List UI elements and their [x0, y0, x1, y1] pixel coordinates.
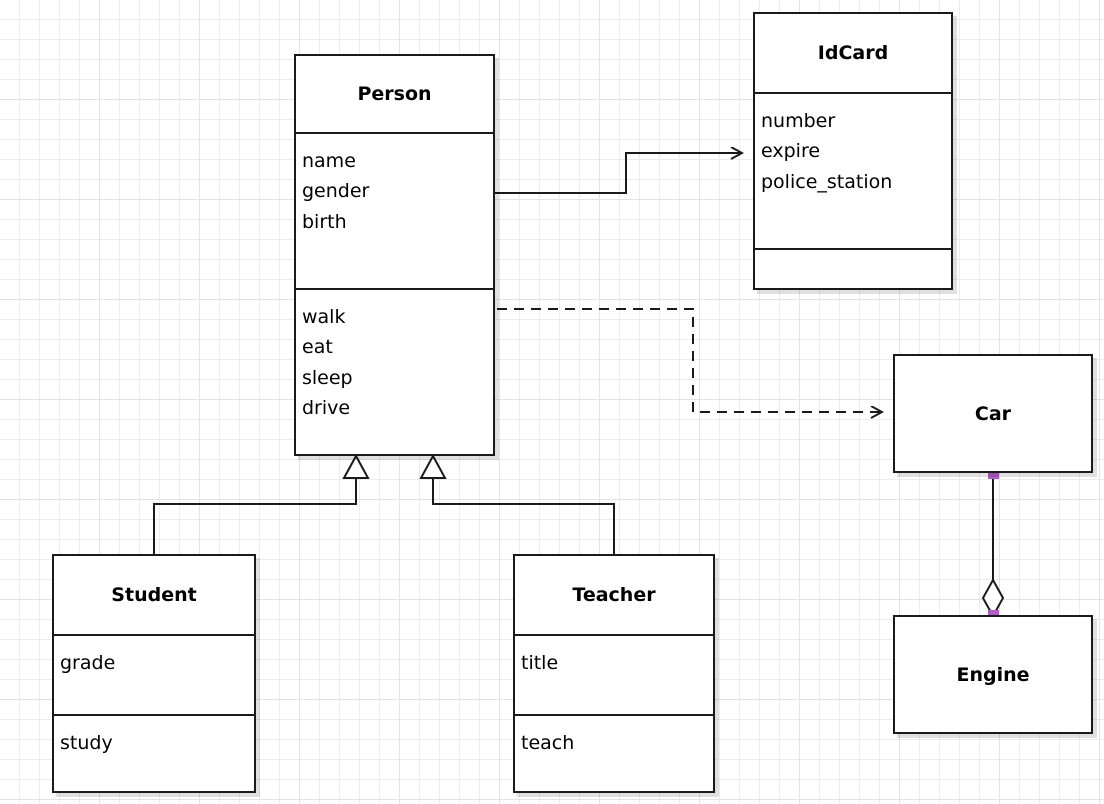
attribute-item: expire	[761, 140, 821, 163]
attribute-item: title	[521, 652, 559, 674]
class-name-engine: Engine	[956, 663, 1030, 686]
method-item: drive	[302, 397, 351, 420]
class-box-student[interactable]: Student grade study	[52, 554, 256, 793]
method-item: study	[60, 732, 113, 754]
attribute-item: gender	[302, 180, 370, 203]
attributes-student: grade	[54, 634, 254, 714]
class-box-teacher[interactable]: Teacher title teach	[513, 554, 715, 793]
class-name-teacher: Teacher	[572, 584, 656, 606]
relation-person-idcard[interactable]	[495, 153, 742, 194]
relation-person-car[interactable]	[497, 308, 882, 412]
method-item: teach	[521, 732, 575, 754]
class-box-engine[interactable]: Engine	[893, 615, 1093, 734]
connector-handle-car[interactable]	[988, 468, 999, 479]
class-name-car: Car	[974, 402, 1012, 425]
attribute-item: number	[761, 110, 836, 132]
method-item: sleep	[302, 366, 353, 389]
attributes-idcard: number expire police_station	[755, 92, 951, 248]
class-name-person: Person	[357, 83, 432, 105]
attributes-person: name gender birth	[296, 132, 493, 288]
attribute-item: grade	[60, 652, 116, 674]
methods-person: walk eat sleep drive	[296, 288, 493, 454]
methods-student: study	[54, 714, 254, 791]
class-name-idcard: IdCard	[817, 42, 889, 64]
class-box-person[interactable]: Person name gender birth walk eat sleep …	[294, 54, 495, 456]
class-box-idcard[interactable]: IdCard number expire police_station	[753, 12, 953, 290]
methods-idcard	[755, 248, 951, 288]
attribute-item: police_station	[761, 170, 893, 193]
attributes-teacher: title	[515, 634, 713, 714]
relation-teacher-person[interactable]	[419, 453, 615, 554]
relation-student-person[interactable]	[153, 453, 370, 554]
relation-car-engine[interactable]	[981, 473, 1005, 619]
attribute-item: birth	[302, 210, 347, 233]
method-item: eat	[302, 336, 333, 359]
methods-teacher: teach	[515, 714, 713, 791]
method-item: walk	[302, 306, 346, 328]
class-name-student: Student	[111, 584, 197, 606]
class-box-car[interactable]: Car	[893, 354, 1093, 473]
attribute-item: name	[302, 150, 356, 172]
